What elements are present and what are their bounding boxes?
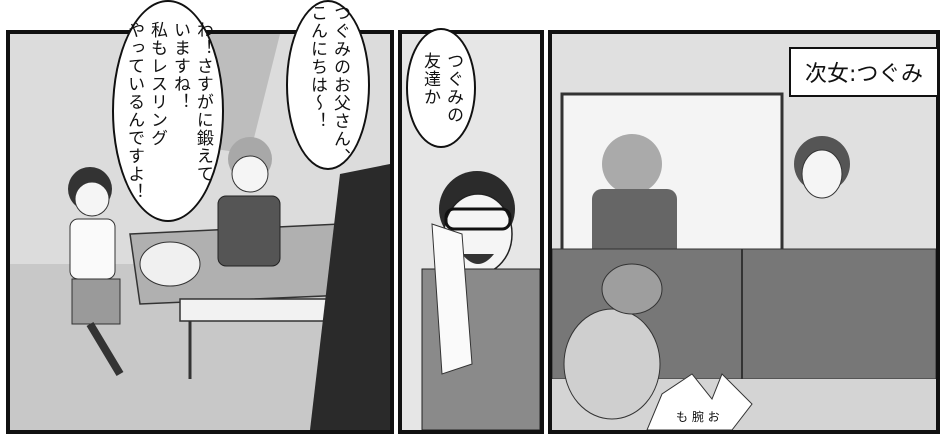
character-caption: 次女:つぐみ [789, 47, 939, 97]
speech-bubble-wrestling: わ！さすがに鍛えて いますね！ 私もレスリング やっているんですよ！ [112, 0, 224, 222]
speech-bubble-father: つぐみの 友達か [406, 28, 476, 148]
speech-text: つぐみの 友達か [420, 52, 463, 124]
daughter-art [552, 34, 936, 430]
panel-daughter [548, 30, 940, 434]
speech-bubble-greeting: つぐみのお父さん、 こんにちは〜！ [286, 0, 370, 170]
speech-text: つぐみのお父さん、 こんにちは〜！ [307, 4, 350, 166]
burst-text: も 腕 お [676, 410, 720, 424]
speech-text: わ！さすがに鍛えて いますね！ 私もレスリング やっているんですよ！ [124, 21, 213, 201]
